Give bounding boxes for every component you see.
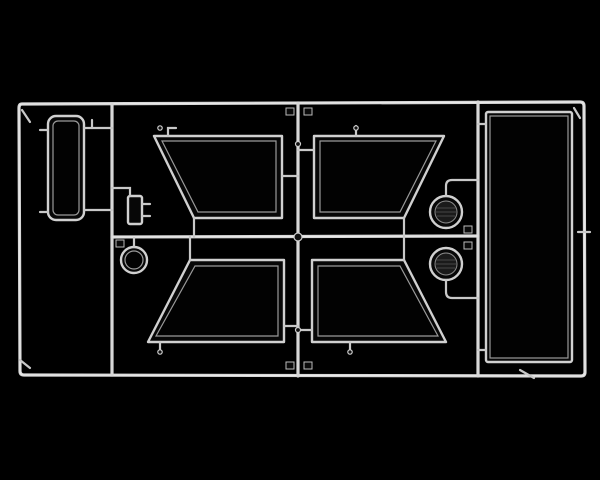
part-number-tags bbox=[115, 107, 473, 370]
right-clear-panel bbox=[476, 110, 574, 364]
headlight-lens-upper bbox=[428, 178, 480, 230]
left-tall-window-part bbox=[38, 114, 114, 222]
window-upper-right bbox=[296, 124, 446, 239]
small-bracket-part bbox=[110, 186, 152, 226]
runner-junction-pins bbox=[157, 125, 359, 355]
headlight-lens-lower bbox=[428, 246, 480, 300]
window-lower-left bbox=[146, 235, 300, 354]
ring-part bbox=[119, 236, 149, 275]
window-lower-right bbox=[296, 235, 448, 354]
window-upper-left bbox=[152, 126, 300, 239]
